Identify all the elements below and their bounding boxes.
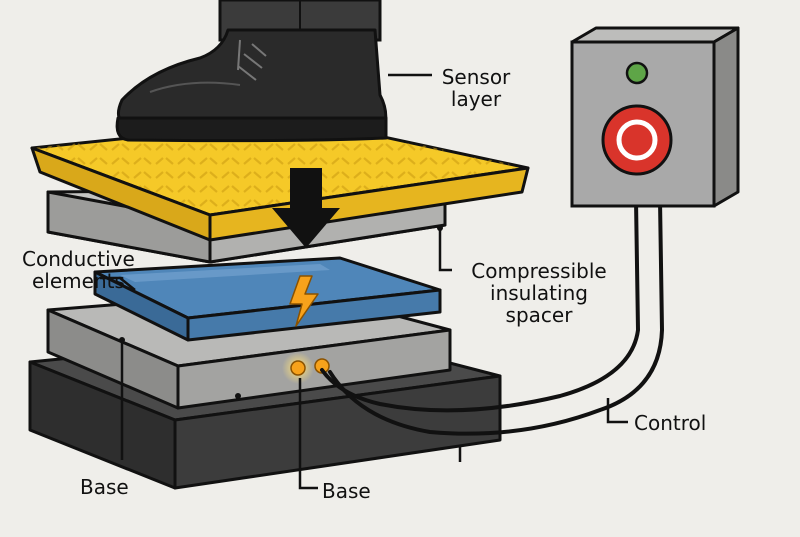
label-control: Control [634,411,707,435]
status-led-icon [625,61,649,85]
lightning-icon [289,275,319,327]
label-sensor-line2: layer [450,87,502,111]
label-base-bottom: Base [322,479,371,503]
label-sensor-layer: Sensor layer [432,66,520,110]
contact-points [282,352,330,384]
leader-lines [100,73,628,490]
label-conductive-line2: elements [32,269,125,293]
label-conductive-elements: Conductive elements [22,248,135,292]
control-cables [320,198,665,436]
label-compressible-line2: insulating [490,281,588,305]
down-arrow-icon [272,168,340,248]
boot-icon [115,0,388,143]
label-sensor-line1: Sensor [441,65,511,89]
label-compressible-spacer: Compressible insulating spacer [452,260,626,326]
stop-button-icon [601,104,673,176]
label-compressible-line1: Compressible [471,259,607,283]
label-base-left: Base [80,475,129,499]
control-box [570,26,740,208]
label-conductive-line1: Conductive [22,247,135,271]
compressible-spacer-layer [93,256,442,342]
label-compressible-line3: spacer [505,303,573,327]
